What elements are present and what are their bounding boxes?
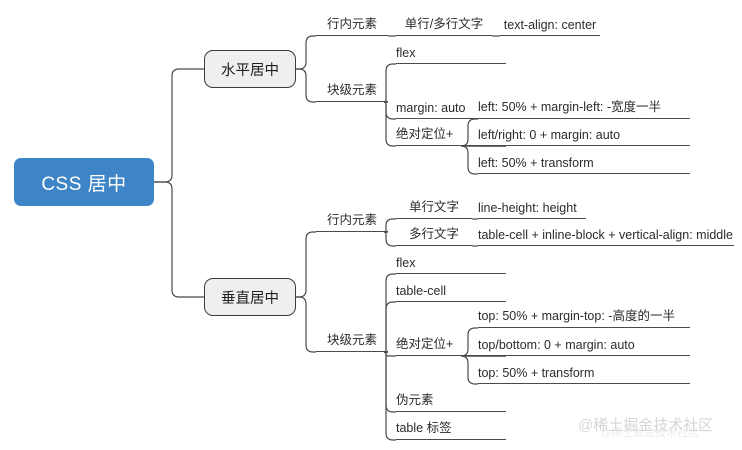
leaf-node-h-b-3-1[interactable]: left: 50% + margin-left: -宽度一半 <box>478 97 690 119</box>
leaf-node-h-block[interactable]: 块级元素 <box>316 80 388 102</box>
connector-v-block-to-v-b-4 <box>383 351 396 413</box>
connector-v-inline-to-v-i-2 <box>383 231 396 247</box>
connector-v-to-v-inline <box>296 231 316 298</box>
connector-root-to-v <box>154 181 204 298</box>
leaf-node-v-b-3[interactable]: 绝对定位+ <box>396 334 506 356</box>
branch-node-h[interactable]: 水平居中 <box>204 50 296 88</box>
leaf-node-v-b-5[interactable]: table 标签 <box>396 418 506 440</box>
connector-h-to-h-inline <box>296 35 316 70</box>
connector-h-block-to-h-b-2 <box>383 101 396 120</box>
leaf-node-v-b-3-2[interactable]: top/bottom: 0 + margin: auto <box>478 334 690 356</box>
leaf-node-v-b-4[interactable]: 伪元素 <box>396 390 506 412</box>
connector-h-block-to-h-b-3 <box>383 101 396 147</box>
leaf-node-h-b-3-2[interactable]: left/right: 0 + margin: auto <box>478 124 690 146</box>
leaf-node-h-b-3[interactable]: 绝对定位+ <box>396 124 506 146</box>
connector-h-to-h-block <box>296 68 316 103</box>
leaf-node-v-i-1[interactable]: 单行文字 <box>396 197 472 219</box>
connector-v-block-to-v-b-5 <box>383 351 396 441</box>
leaf-node-v-i-2-v[interactable]: table-cell + inline-block + vertical-ali… <box>478 224 734 246</box>
leaf-node-v-b-1[interactable]: flex <box>396 252 506 274</box>
leaf-node-v-b-3-3[interactable]: top: 50% + transform <box>478 362 690 384</box>
leaf-node-v-b-3-1[interactable]: top: 50% + margin-top: -高度的一半 <box>478 306 690 328</box>
watermark-ghost: @稀土掘金技术社区 <box>600 427 700 439</box>
leaf-node-h-i-val[interactable]: text-align: center <box>500 14 600 36</box>
leaf-node-v-i-1-v[interactable]: line-height: height <box>478 197 586 219</box>
leaf-node-h-inline[interactable]: 行内元素 <box>316 14 388 36</box>
leaf-node-h-b-3-3[interactable]: left: 50% + transform <box>478 152 690 174</box>
leaf-node-v-i-2[interactable]: 多行文字 <box>396 224 472 246</box>
leaf-node-v-inline[interactable]: 行内元素 <box>316 210 388 232</box>
leaf-node-h-i-text[interactable]: 单行/多行文字 <box>396 14 492 36</box>
leaf-node-h-b-1[interactable]: flex <box>396 42 506 64</box>
connector-v-block-to-v-b-3 <box>383 351 396 357</box>
watermark: @稀土掘金技术社区 <box>578 417 714 434</box>
leaf-node-v-b-2[interactable]: table-cell <box>396 280 506 302</box>
connector-v-to-v-block <box>296 296 316 353</box>
leaf-node-v-block[interactable]: 块级元素 <box>316 330 388 352</box>
connector-root-to-h <box>154 68 204 183</box>
leaf-node-h-b-2[interactable]: margin: auto <box>396 97 506 119</box>
branch-node-v[interactable]: 垂直居中 <box>204 278 296 316</box>
root-node[interactable]: CSS 居中 <box>14 158 154 206</box>
